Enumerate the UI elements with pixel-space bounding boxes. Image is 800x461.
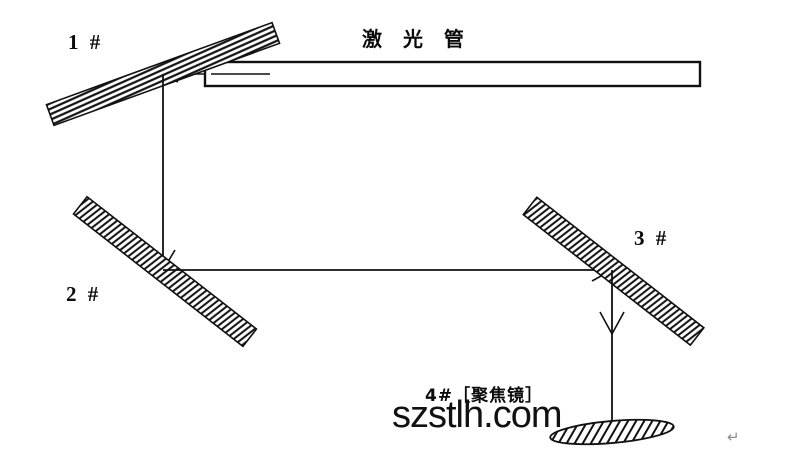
beam-mirror-1-to-mirror-2 [151, 74, 176, 272]
beam-mirror-3-to-lens [599, 270, 625, 424]
watermark: szstlh.com [392, 394, 562, 436]
mirror-2-surface [72, 195, 258, 348]
label-mirror-3: 3 # [634, 226, 670, 250]
mirror-3-surface [522, 196, 706, 347]
label-focus-lens: 4#［聚焦镜］ [425, 386, 544, 406]
focus-lens [549, 418, 675, 446]
beam-arrow-down-to-lens [599, 311, 625, 336]
label-mirror-2: 2 # [66, 282, 102, 306]
beam-mirror-2-to-mirror-3 [163, 258, 614, 282]
label-mirror-1: 1 # [68, 30, 104, 54]
focus-lens-body [549, 418, 675, 446]
laser-tube-body [203, 60, 702, 88]
laser-tube [203, 60, 702, 88]
mirror-2 [72, 195, 258, 348]
mirror-3 [522, 196, 706, 347]
paragraph-mark-icon: ↵ [727, 428, 740, 446]
label-laser-tube: 激 光 管 [362, 27, 471, 51]
